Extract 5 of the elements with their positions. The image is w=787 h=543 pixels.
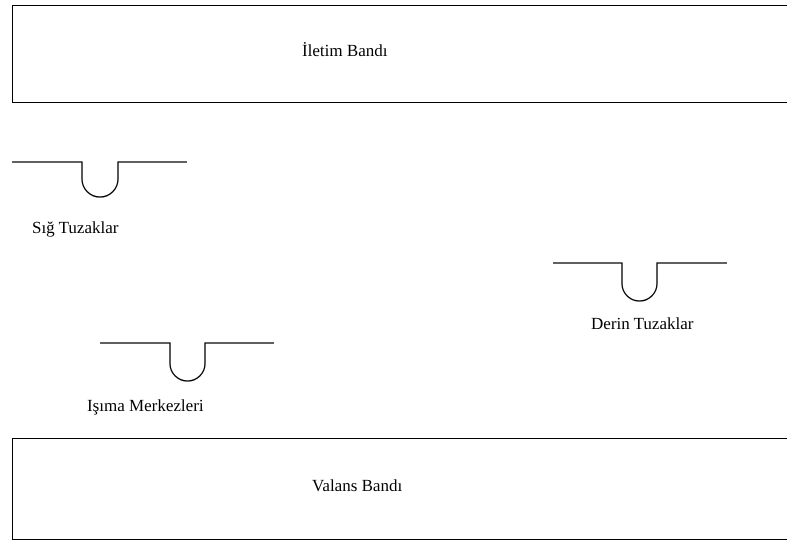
- band-label: Valans Bandı: [312, 476, 402, 496]
- band-label: İletim Bandı: [302, 41, 388, 61]
- trap-label: Derin Tuzaklar: [591, 314, 694, 334]
- trap-label: Işıma Merkezleri: [87, 396, 204, 416]
- trap-label: Sığ Tuzaklar: [32, 218, 118, 238]
